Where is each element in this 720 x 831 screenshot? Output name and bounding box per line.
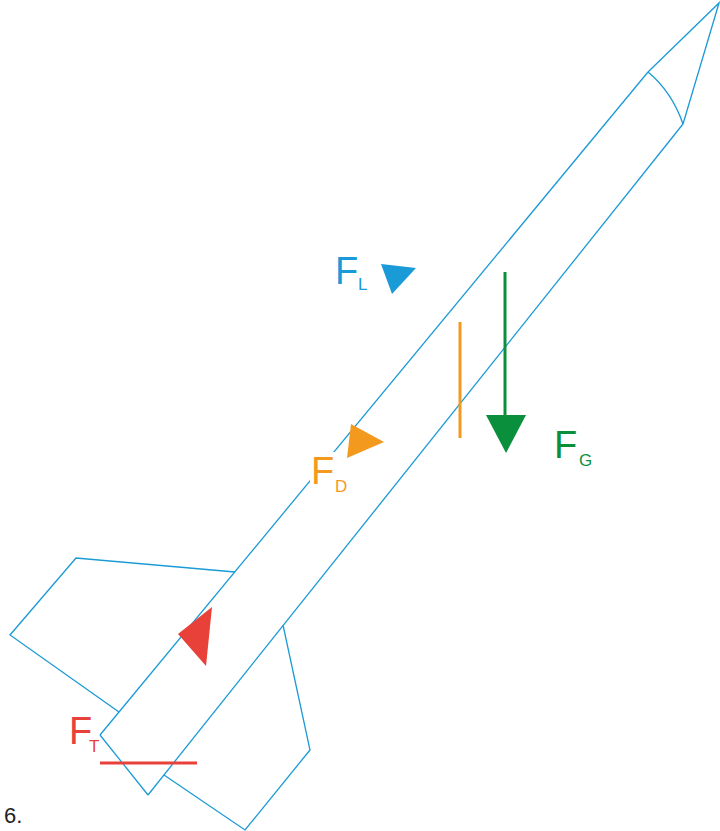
force-label: F [553, 426, 578, 464]
nose-base [648, 72, 683, 124]
left-fin [10, 558, 235, 712]
gravity-shaft [504, 272, 507, 418]
drag-arrowhead [347, 424, 384, 458]
body-tube-edge [100, 72, 648, 735]
force-label: F [334, 252, 359, 290]
force-subscript: D [334, 478, 348, 495]
body-tube-end [100, 735, 148, 795]
drag-line [459, 322, 462, 438]
force-subscript: T [88, 738, 100, 755]
right-fin [164, 625, 310, 830]
thrust-arrowhead [178, 607, 212, 666]
thrust-line [100, 762, 197, 765]
figure-number: 6. [3, 805, 23, 827]
nose-cone [648, 3, 719, 124]
body-tube-edge [148, 124, 683, 795]
force-subscript: L [357, 276, 368, 293]
force-label: F [310, 452, 335, 490]
force-subscript: G [578, 452, 593, 469]
gravity-arrowhead [486, 415, 526, 453]
lift-arrowhead [381, 264, 416, 294]
